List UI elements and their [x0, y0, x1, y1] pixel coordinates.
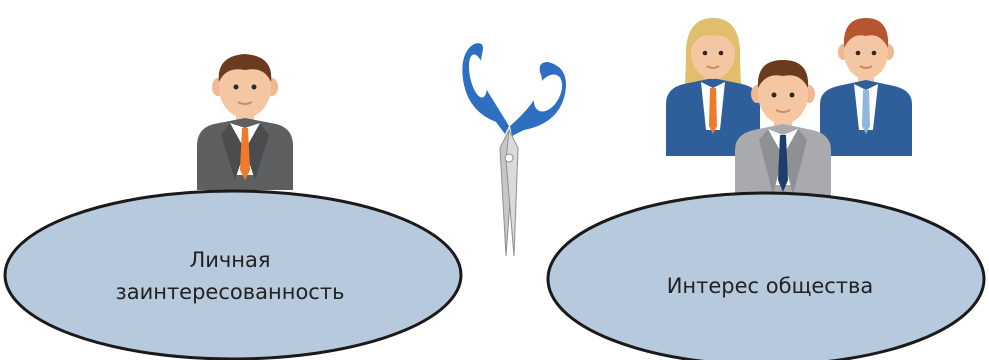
group-icon — [666, 18, 912, 200]
personal-interest-label-line2: заинтересованность — [100, 276, 360, 308]
public-interest-label: Интерес общества — [620, 270, 920, 302]
personal-interest-label: Личная заинтересованность — [100, 244, 360, 308]
personal-interest-label-line1: Личная — [100, 244, 360, 276]
scissors-icon — [462, 43, 568, 256]
person-icon — [820, 18, 912, 156]
person-icon — [197, 54, 293, 190]
